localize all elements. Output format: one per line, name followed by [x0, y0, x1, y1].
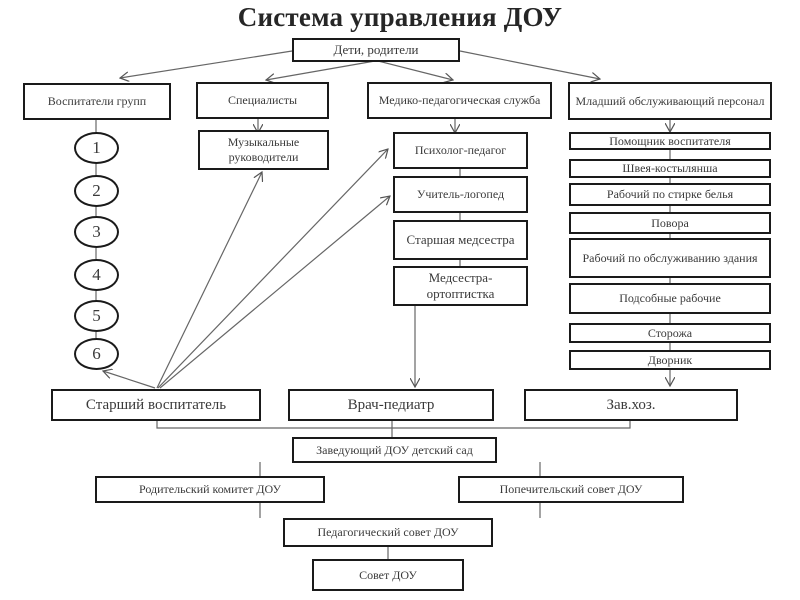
arrow-senior-to-group6	[103, 371, 156, 389]
node-parent-committee: Родительский комитет ДОУ	[95, 476, 325, 503]
arrow-top-to-specialists	[266, 60, 376, 80]
junior-staff-item: Дворник	[569, 350, 771, 370]
group-oval-5: 5	[74, 300, 119, 332]
junior-staff-item: Рабочий по обслуживанию здания	[569, 238, 771, 278]
node-supply-manager: Зав.хоз.	[524, 389, 738, 421]
node-pedagogical-council: Педагогический совет ДОУ	[283, 518, 493, 547]
node-speech-therapist: Учитель-логопед	[393, 176, 528, 213]
node-senior-nurse: Старшая медсестра	[393, 220, 528, 260]
junior-staff-item: Сторожа	[569, 323, 771, 343]
node-senior-teacher: Старший воспитатель	[51, 389, 261, 421]
junior-staff-item: Повора	[569, 212, 771, 234]
node-orthoptic-nurse: Медсестра-ортоптистка	[393, 266, 528, 306]
node-head: Заведующий ДОУ детский сад	[292, 437, 497, 463]
node-medical-service: Медико-педагогическая служба	[367, 82, 552, 119]
group-oval-3: 3	[74, 216, 119, 248]
group-oval-2: 2	[74, 175, 119, 207]
node-pediatrician: Врач-педиатр	[288, 389, 494, 421]
arrow-top-to-medical	[377, 60, 453, 80]
junior-staff-item: Помощник воспитателя	[569, 132, 771, 150]
group-oval-4: 4	[74, 259, 119, 291]
junior-staff-item: Рабочий по стирке белья	[569, 183, 771, 206]
group-oval-6: 6	[74, 338, 119, 370]
arrow-top-to-junior-staff	[459, 50, 600, 79]
node-children-parents: Дети, родители	[292, 38, 460, 62]
node-junior-staff: Младший обслуживающий персонал	[568, 82, 772, 120]
arrow-senior-to-speech	[159, 196, 390, 389]
junior-staff-item: Подсобные рабочие	[569, 283, 771, 314]
node-music-directors: Музыкальные руководители	[198, 130, 329, 170]
node-council: Совет ДОУ	[312, 559, 464, 591]
arrow-top-to-teachers-groups	[120, 50, 293, 78]
junior-staff-item: Швея-костылянша	[569, 159, 771, 178]
group-oval-1: 1	[74, 132, 119, 164]
arrow-senior-to-music	[156, 172, 262, 389]
node-teachers-groups: Воспитатели групп	[23, 83, 171, 120]
node-psychologist: Психолог-педагог	[393, 132, 528, 169]
arrow-senior-to-psychologist	[157, 149, 388, 389]
node-specialists: Специалисты	[196, 82, 329, 119]
node-board-of-trustees: Попечительский совет ДОУ	[458, 476, 684, 503]
diagram-title: Система управления ДОУ	[237, 2, 563, 32]
